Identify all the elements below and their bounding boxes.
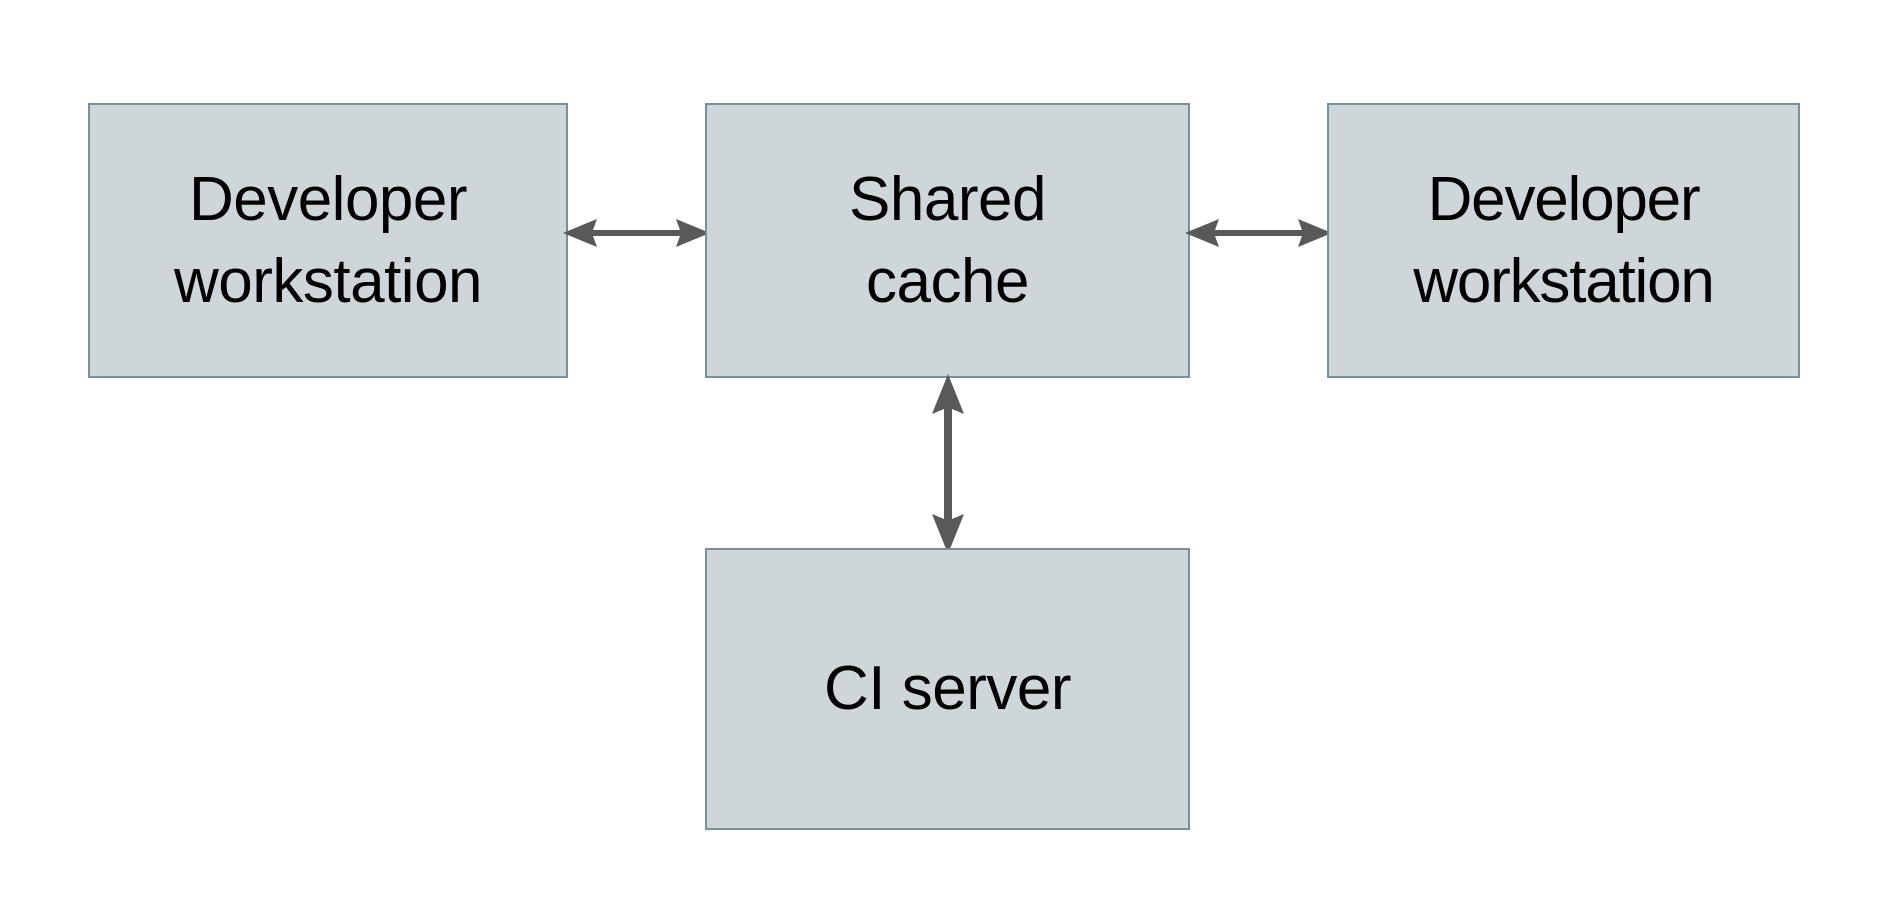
node-developer-workstation-left[interactable]: Developer workstation xyxy=(88,103,568,378)
node-label: Developer workstation xyxy=(1413,164,1715,316)
double-arrow-horizontal-icon xyxy=(563,219,710,247)
edge-shared-cache-to-ci-server xyxy=(928,374,968,554)
edge-shared-cache-to-right-workstation xyxy=(1185,215,1332,251)
edge-left-workstation-to-shared-cache xyxy=(563,215,710,251)
double-arrow-horizontal-icon xyxy=(1185,219,1332,247)
node-label: Developer workstation xyxy=(173,164,483,316)
node-label: CI server xyxy=(824,654,1071,724)
node-shared-cache[interactable]: Shared cache xyxy=(705,103,1190,378)
node-label: Shared cache xyxy=(849,164,1046,316)
node-ci-server[interactable]: CI server xyxy=(705,548,1190,830)
double-arrow-vertical-icon xyxy=(932,374,964,554)
node-developer-workstation-right[interactable]: Developer workstation xyxy=(1327,103,1800,378)
